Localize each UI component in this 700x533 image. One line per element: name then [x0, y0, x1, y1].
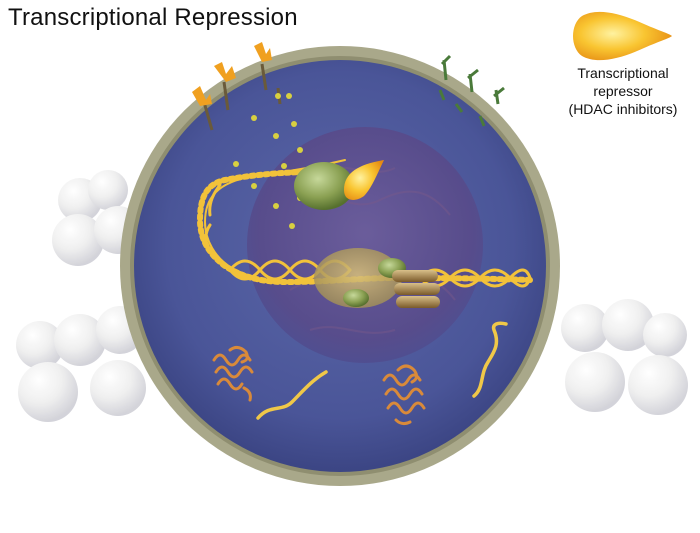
mrna-strands: [256, 321, 508, 420]
membrane-receptors-left: [192, 42, 282, 131]
receptor-icon: [254, 42, 272, 91]
signal-dot: [286, 93, 292, 99]
signal-dot: [281, 163, 287, 169]
bg-sphere: [602, 299, 654, 351]
bg-sphere: [54, 314, 106, 366]
mrna-strand: [256, 370, 328, 420]
bg-sphere: [90, 360, 146, 416]
nucleus: [247, 127, 483, 363]
bg-sphere: [565, 352, 625, 412]
bg-sphere: [88, 170, 128, 210]
histone-disk: [392, 270, 438, 282]
repressor-drop: [344, 160, 384, 200]
repressor-drop-icon: [573, 11, 672, 61]
page-title: Transcriptional Repression: [8, 4, 298, 31]
legend-label: Transcriptional repressor (HDAC inhibito…: [548, 64, 698, 118]
bg-sphere: [16, 321, 64, 369]
background-spheres: [16, 170, 688, 422]
receptor-icon: [478, 86, 505, 127]
legend-label-line-3: (HDAC inhibitors): [568, 101, 678, 117]
receptor-icon: [214, 62, 236, 111]
signal-dot: [275, 93, 281, 99]
transcription-factor-blob: [294, 162, 354, 210]
bg-sphere: [52, 214, 104, 266]
promoter-complex: [314, 248, 440, 308]
receptor-icon: [438, 54, 452, 101]
signal-dot: [273, 203, 279, 209]
signal-dot: [289, 223, 295, 229]
receptor-icon: [454, 68, 479, 113]
signal-dot: [273, 133, 279, 139]
membrane-receptors-right: [438, 54, 505, 127]
signal-dot: [251, 183, 257, 189]
protein-structure-right: [382, 364, 426, 426]
green-subunit: [343, 289, 369, 307]
legend-label-line-1: Transcriptional: [577, 65, 669, 81]
signal-dot: [291, 121, 297, 127]
legend: Transcriptional repressor (HDAC inhibito…: [548, 6, 698, 126]
protein-structure-left: [212, 345, 254, 402]
signal-dot: [251, 115, 257, 121]
histone-disk: [396, 296, 440, 308]
bg-sphere: [18, 362, 78, 422]
signal-dot: [297, 147, 303, 153]
bg-sphere: [561, 304, 609, 352]
mrna-strand: [472, 321, 508, 398]
receptor-icon: [192, 86, 214, 131]
signal-dot: [233, 161, 239, 167]
bg-sphere: [628, 355, 688, 415]
legend-label-line-2: repressor: [593, 83, 653, 99]
histone-disk: [394, 283, 440, 295]
bg-sphere: [643, 313, 687, 357]
repressor-complex: [294, 160, 384, 210]
